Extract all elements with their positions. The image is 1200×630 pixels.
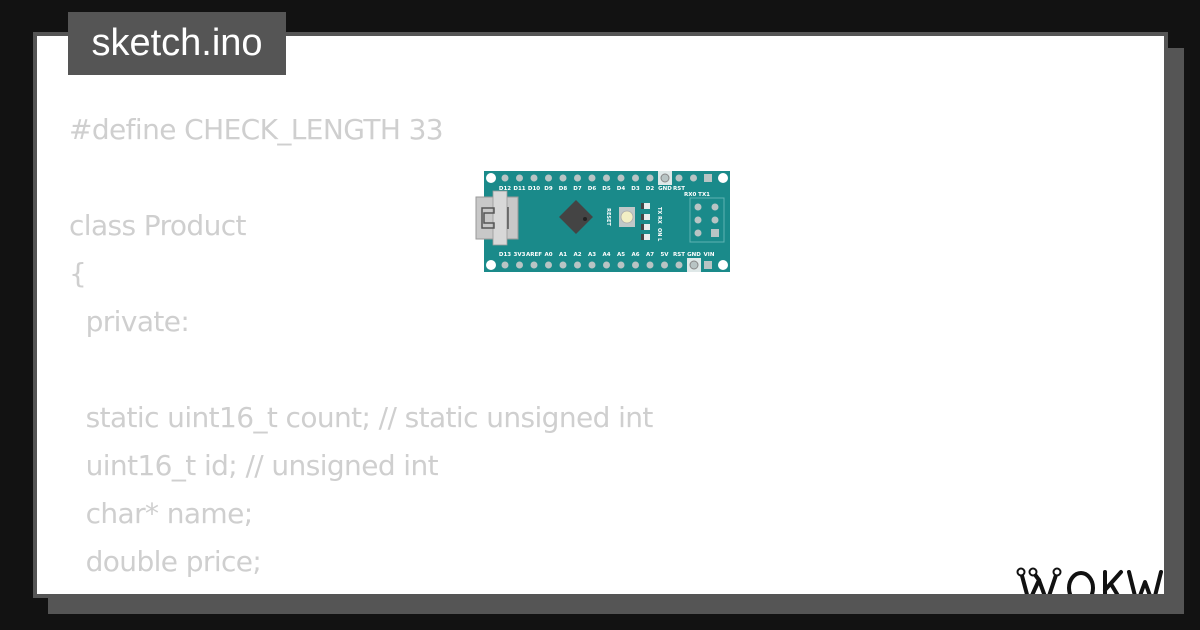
svg-text:D6: D6 [588, 186, 597, 192]
code-line: char* name; [69, 497, 254, 530]
svg-text:RX0 TX1: RX0 TX1 [684, 192, 710, 198]
svg-text:D10: D10 [528, 186, 540, 192]
svg-text:A3: A3 [588, 252, 596, 258]
file-tab[interactable]: sketch.ino [68, 12, 286, 75]
svg-text:VIN: VIN [704, 252, 715, 258]
svg-text:ON L: ON L [656, 228, 662, 242]
svg-text:RST: RST [673, 252, 685, 258]
svg-text:D11: D11 [513, 186, 525, 192]
svg-text:D9: D9 [544, 186, 553, 192]
svg-text:D4: D4 [617, 186, 626, 192]
svg-text:TX RX: TX RX [656, 207, 662, 224]
svg-text:RST: RST [673, 186, 685, 192]
code-line: #define CHECK_LENGTH 33 [69, 113, 444, 146]
svg-text:AREF: AREF [526, 252, 542, 258]
svg-text:A5: A5 [617, 252, 625, 258]
svg-text:A7: A7 [646, 252, 654, 258]
code-line: { [69, 257, 87, 290]
code-line: private: [69, 305, 190, 338]
svg-text:GND: GND [658, 186, 672, 192]
svg-text:A6: A6 [631, 252, 639, 258]
svg-text:D12: D12 [499, 186, 511, 192]
panel-shadow-right [1168, 48, 1184, 614]
code-line [69, 346, 653, 394]
code-line: static uint16_t count; // static unsigne… [69, 401, 654, 434]
svg-text:5V: 5V [660, 252, 669, 258]
svg-text:A4: A4 [602, 252, 610, 258]
panel-shadow-bottom [48, 594, 1184, 614]
code-line: double price; [69, 545, 262, 578]
svg-text:GND: GND [687, 252, 701, 258]
code-line: uint16_t id; // unsigned int [69, 449, 439, 482]
svg-text:D8: D8 [559, 186, 568, 192]
wokwi-logo-icon [1016, 567, 1163, 594]
svg-text:D3: D3 [631, 186, 640, 192]
code-view: #define CHECK_LENGTH 33 class Product { pr… [69, 106, 653, 586]
svg-text:RESET: RESET [605, 208, 611, 226]
svg-text:D2: D2 [646, 186, 655, 192]
svg-text:3V3: 3V3 [514, 252, 526, 258]
wokwi-logo [1015, 562, 1164, 594]
code-line: class Product [69, 209, 247, 242]
svg-text:A0: A0 [544, 252, 552, 258]
svg-text:A1: A1 [559, 252, 567, 258]
code-panel: #define CHECK_LENGTH 33 class Product { pr… [33, 32, 1168, 598]
svg-text:D5: D5 [602, 186, 611, 192]
svg-text:A2: A2 [573, 252, 581, 258]
svg-text:D7: D7 [573, 186, 582, 192]
svg-text:D13: D13 [499, 252, 511, 258]
